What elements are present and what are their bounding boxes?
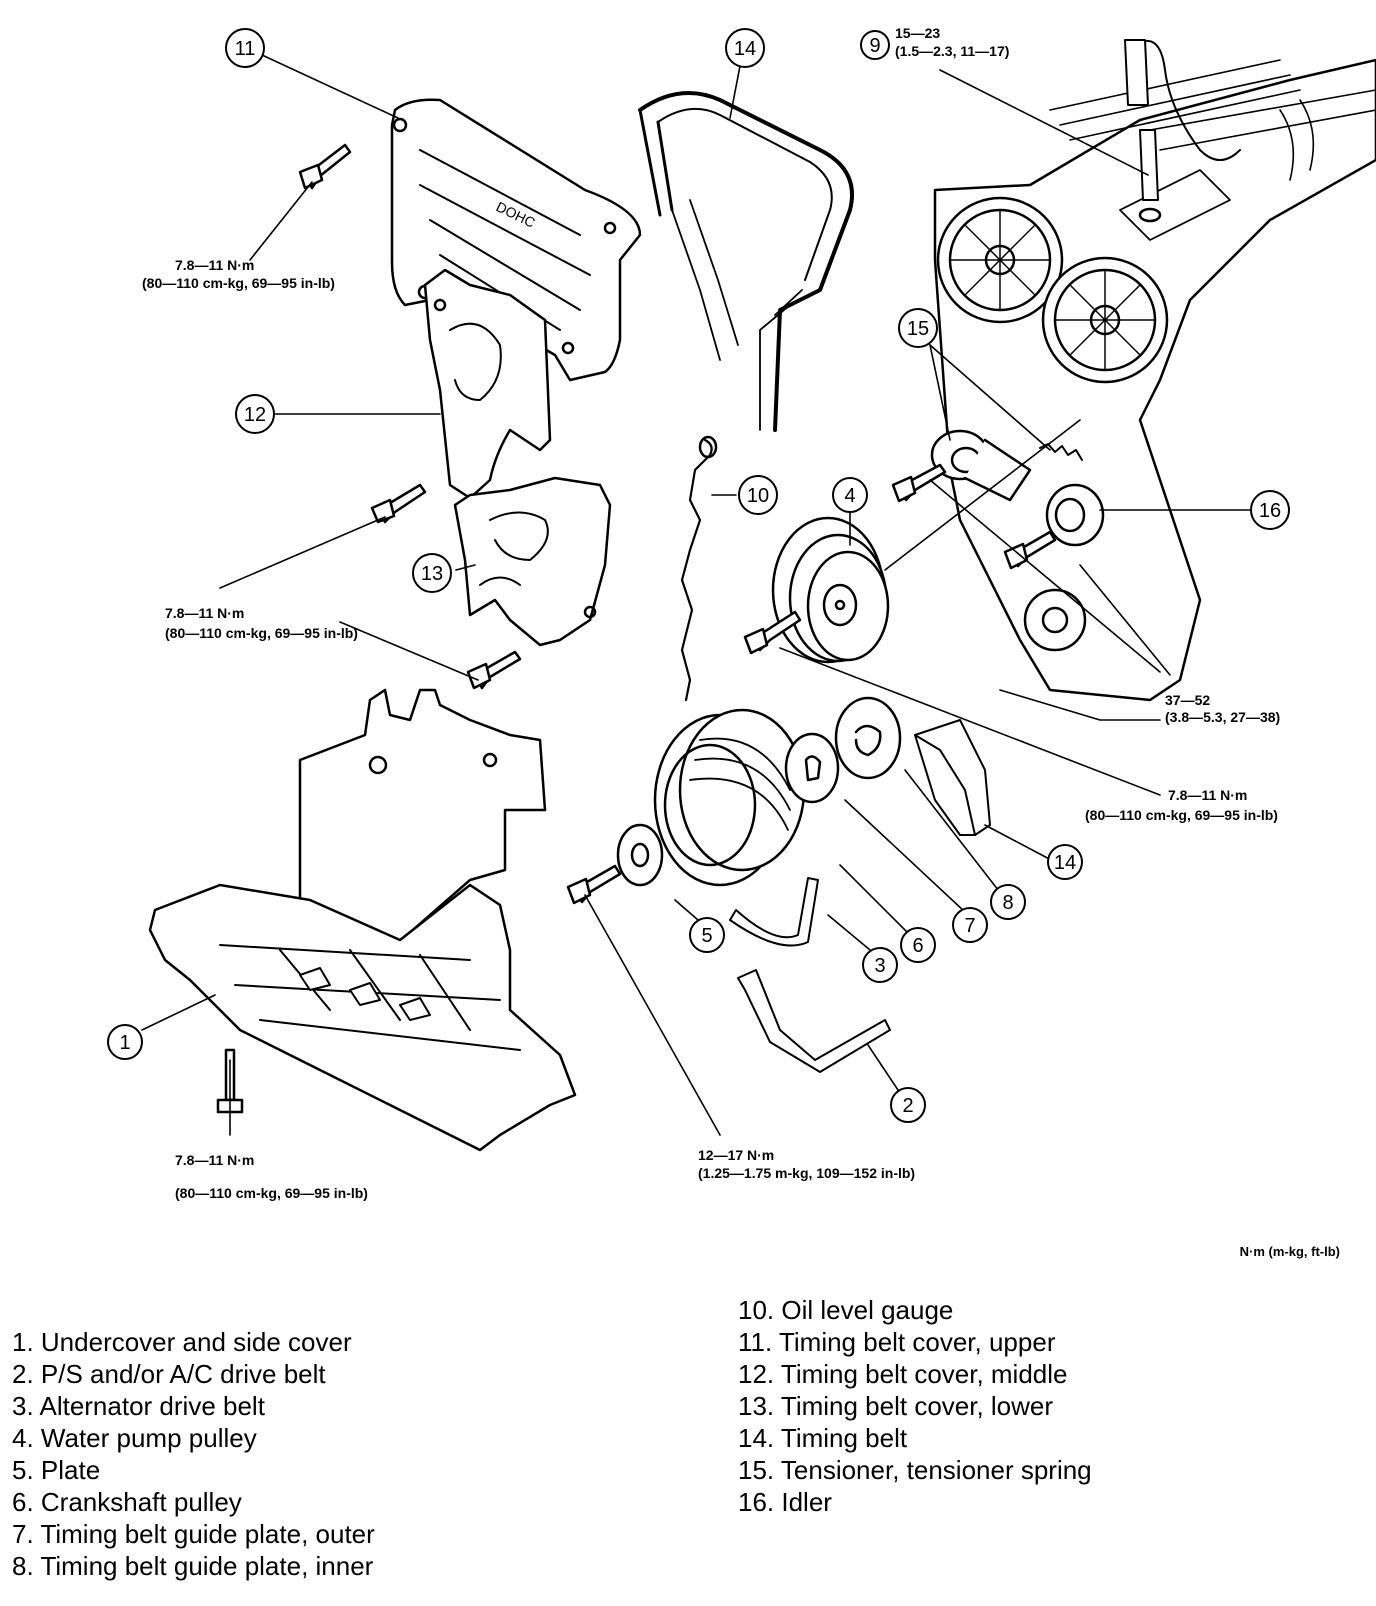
callout-6: 6	[900, 927, 936, 963]
parts-legend-left: 1. Undercover and side cover 2. P/S and/…	[12, 1326, 375, 1582]
timing-belt-cover-lower	[453, 476, 612, 647]
svg-text:1: 1	[119, 1032, 130, 1054]
svg-text:8: 8	[1002, 892, 1013, 914]
bolt-icon	[891, 463, 947, 503]
leader-lines	[141, 54, 1251, 1136]
water-pump-pulley	[771, 516, 890, 664]
ps-ac-drive-belt	[737, 969, 891, 1073]
svg-text:37—52: 37—52	[1165, 692, 1210, 708]
timing-belt-guide-plate-outer	[784, 732, 840, 804]
legend-item: 2. P/S and/or A/C drive belt	[12, 1359, 326, 1389]
callout-10: 10	[738, 475, 778, 515]
units-note: N·m (m-kg, ft-lb)	[1239, 1244, 1340, 1259]
svg-text:12: 12	[244, 404, 266, 426]
callout-12: 12	[235, 394, 275, 434]
svg-text:(80—110 cm-kg, 69—95 in-lb): (80—110 cm-kg, 69—95 in-lb)	[1085, 807, 1278, 823]
svg-text:(1.25—1.75 m-kg, 109—152 in-lb: (1.25—1.75 m-kg, 109—152 in-lb)	[698, 1165, 915, 1181]
legend-item: 4. Water pump pulley	[12, 1423, 257, 1453]
exploded-parts-diagram: DOHC	[107, 25, 1376, 1201]
oil-level-gauge	[680, 435, 718, 702]
legend-item: 10. Oil level gauge	[738, 1295, 954, 1325]
svg-text:13: 13	[421, 563, 443, 585]
callout-14-bottom: 14	[1047, 844, 1083, 880]
undercover-and-side-cover	[148, 688, 577, 1152]
svg-text:(80—110 cm-kg, 69—95 in-lb): (80—110 cm-kg, 69—95 in-lb)	[175, 1185, 368, 1201]
legend-item: 8. Timing belt guide plate, inner	[12, 1551, 374, 1581]
svg-text:14: 14	[1054, 852, 1076, 874]
bolt-icon	[466, 650, 522, 690]
svg-text:11: 11	[235, 38, 256, 60]
torque-spec-tensioner-idler: 37—52 (3.8—5.3, 27—38)	[1165, 692, 1280, 725]
torque-spec-undercover: 7.8—11 N·m (80—110 cm-kg, 69—95 in-lb)	[175, 1152, 368, 1201]
svg-text:(80—110 cm-kg, 69—95 in-lb): (80—110 cm-kg, 69—95 in-lb)	[142, 275, 335, 291]
callout-16: 16	[1250, 490, 1290, 530]
torque-spec-upper-cover: 7.8—11 N·m (80—110 cm-kg, 69—95 in-lb)	[142, 257, 335, 291]
svg-text:16: 16	[1259, 500, 1281, 522]
svg-text:15—23: 15—23	[895, 25, 940, 41]
bolt-icon	[743, 610, 802, 655]
svg-text:14: 14	[734, 38, 756, 60]
svg-text:(80—110 cm-kg, 69—95 in-lb): (80—110 cm-kg, 69—95 in-lb)	[165, 625, 358, 641]
timing-belt-top	[638, 90, 854, 432]
callout-13: 13	[412, 553, 452, 593]
crankshaft-pulley	[653, 708, 806, 887]
torque-spec-lower-cover: 7.8—11 N·m (80—110 cm-kg, 69—95 in-lb)	[165, 605, 358, 641]
legend-item: 6. Crankshaft pulley	[12, 1487, 242, 1517]
svg-text:7.8—11 N·m: 7.8—11 N·m	[175, 1152, 254, 1168]
svg-text:7: 7	[964, 915, 975, 937]
svg-text:7.8—11 N·m: 7.8—11 N·m	[1168, 787, 1247, 803]
svg-text:2: 2	[902, 1095, 913, 1117]
spark-plug-and-lead	[1124, 39, 1315, 223]
callout-1: 1	[107, 1024, 143, 1060]
bolt-icon	[566, 864, 622, 905]
bolt-icon	[298, 143, 352, 190]
svg-text:3: 3	[874, 955, 885, 977]
svg-text:7.8—11 N·m: 7.8—11 N·m	[165, 605, 244, 621]
callout-15: 15	[898, 308, 938, 348]
svg-text:(3.8—5.3, 27—38): (3.8—5.3, 27—38)	[1165, 709, 1280, 725]
legend-item: 13. Timing belt cover, lower	[738, 1391, 1054, 1421]
callout-11: 11	[225, 28, 265, 68]
bolt-icon	[370, 483, 427, 524]
svg-text:9: 9	[869, 35, 880, 57]
svg-text:(1.5—2.3, 11—17): (1.5—2.3, 11—17)	[895, 43, 1009, 59]
timing-belt-guide-plate-inner	[834, 696, 902, 780]
legend-item: 3. Alternator drive belt	[12, 1391, 265, 1421]
callout-3: 3	[862, 947, 898, 983]
legend-item: 5. Plate	[12, 1455, 101, 1485]
svg-text:12—17 N·m: 12—17 N·m	[698, 1147, 774, 1163]
alternator-drive-belt	[729, 877, 819, 947]
callout-2: 2	[890, 1087, 926, 1123]
svg-text:6: 6	[912, 935, 923, 957]
legend-item: 15. Tensioner, tensioner spring	[738, 1455, 1092, 1485]
legend-item: 7. Timing belt guide plate, outer	[12, 1519, 375, 1549]
svg-text:5: 5	[701, 925, 712, 947]
svg-text:10: 10	[747, 485, 769, 507]
callout-4: 4	[832, 477, 868, 513]
idler	[1045, 483, 1105, 547]
callout-5: 5	[689, 917, 725, 953]
callout-7: 7	[952, 907, 988, 943]
torque-spec-crankshaft-bolt: 12—17 N·m (1.25—1.75 m-kg, 109—152 in-lb…	[698, 1147, 915, 1181]
svg-text:4: 4	[844, 485, 855, 507]
parts-legend-right: 10. Oil level gauge 11. Timing belt cove…	[738, 1294, 1092, 1518]
legend-item: 14. Timing belt	[738, 1423, 908, 1453]
svg-text:15: 15	[907, 318, 929, 340]
legend-item: 12. Timing belt cover, middle	[738, 1359, 1068, 1389]
timing-belt-cover-middle	[423, 268, 552, 500]
tensioner-and-spring	[930, 429, 1083, 502]
callout-8: 8	[990, 884, 1026, 920]
plate	[616, 823, 664, 887]
timing-belt-segment	[914, 719, 991, 836]
legend-item: 1. Undercover and side cover	[12, 1327, 352, 1357]
legend-item: 16. Idler	[738, 1487, 832, 1517]
svg-text:7.8—11 N·m: 7.8—11 N·m	[175, 257, 254, 273]
legend-item: 11. Timing belt cover, upper	[738, 1327, 1056, 1357]
torque-spec-water-pump-pulley: 7.8—11 N·m (80—110 cm-kg, 69—95 in-lb)	[1085, 787, 1278, 823]
callout-9: 9	[860, 30, 890, 60]
torque-spec-spark-plug: 15—23 (1.5—2.3, 11—17)	[895, 25, 1009, 59]
callout-14-top: 14	[725, 28, 765, 68]
